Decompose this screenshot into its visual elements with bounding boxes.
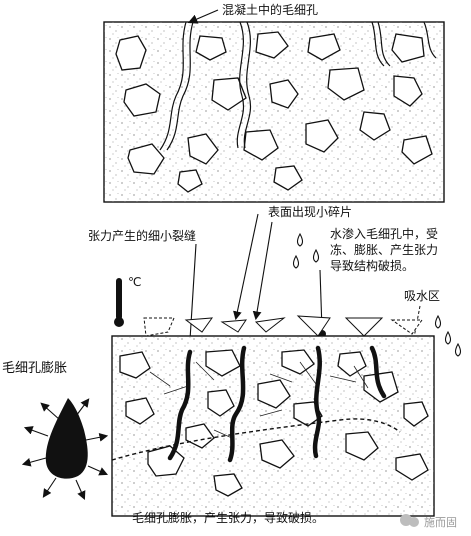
watermark-logo-icon: [400, 514, 419, 527]
aggregate-stones-top: [115, 31, 433, 193]
tension-cracks-label: 张力产生的细小裂缝: [88, 228, 196, 243]
capillary-title-callout: 混凝土中的毛细孔: [187, 2, 318, 24]
capillary-expansion-figure: 毛细孔膨胀: [2, 361, 109, 501]
capillary-channels: [159, 21, 437, 151]
surface-chips-label: 表面出现小碎片: [268, 204, 352, 219]
capillary-expand-label: 毛细孔膨胀: [2, 361, 67, 376]
thin-crack-lines: [149, 361, 369, 439]
water-drops-upper: [292, 232, 320, 269]
water-drop-icon: [454, 342, 462, 357]
surface-chips-callout: 表面出现小碎片: [233, 204, 352, 321]
absorb-zone-callout: 吸水区: [395, 289, 440, 424]
water-drops-right: [434, 314, 462, 357]
watermark-text: 施而固: [424, 516, 457, 529]
water-note-line1: 水渗入毛细孔中，受: [330, 226, 438, 241]
water-drop-icon: [434, 314, 442, 329]
expansion-arrows: [21, 398, 109, 501]
bottom-caption: 毛细孔膨胀，产生张力，导致破损。: [132, 510, 324, 525]
top-concrete-panel: 混凝土中的毛细孔: [103, 2, 445, 203]
water-drop-icon: [296, 232, 304, 247]
water-note-line3: 导致结构破损。: [330, 258, 414, 273]
watermark: 施而固: [400, 514, 457, 529]
surface-chips: [143, 315, 423, 337]
water-drop-icon: [292, 254, 300, 269]
absorb-zone-label: 吸水区: [404, 289, 440, 303]
thermometer-icon: ℃: [114, 275, 141, 327]
capillary-title-label: 混凝土中的毛细孔: [222, 2, 318, 17]
water-drop-icon: [444, 330, 452, 345]
bottom-concrete-panel: 毛细孔膨胀，产生张力，导致破损。: [111, 315, 435, 525]
tension-cracks: [167, 345, 387, 463]
expanding-pore-icon: [45, 398, 88, 479]
water-note-line2: 冻、膨胀、产生张力: [330, 242, 438, 257]
absorb-zone-boundary: [111, 418, 401, 461]
water-drop-icon: [312, 248, 320, 263]
temperature-unit: ℃: [128, 275, 141, 289]
